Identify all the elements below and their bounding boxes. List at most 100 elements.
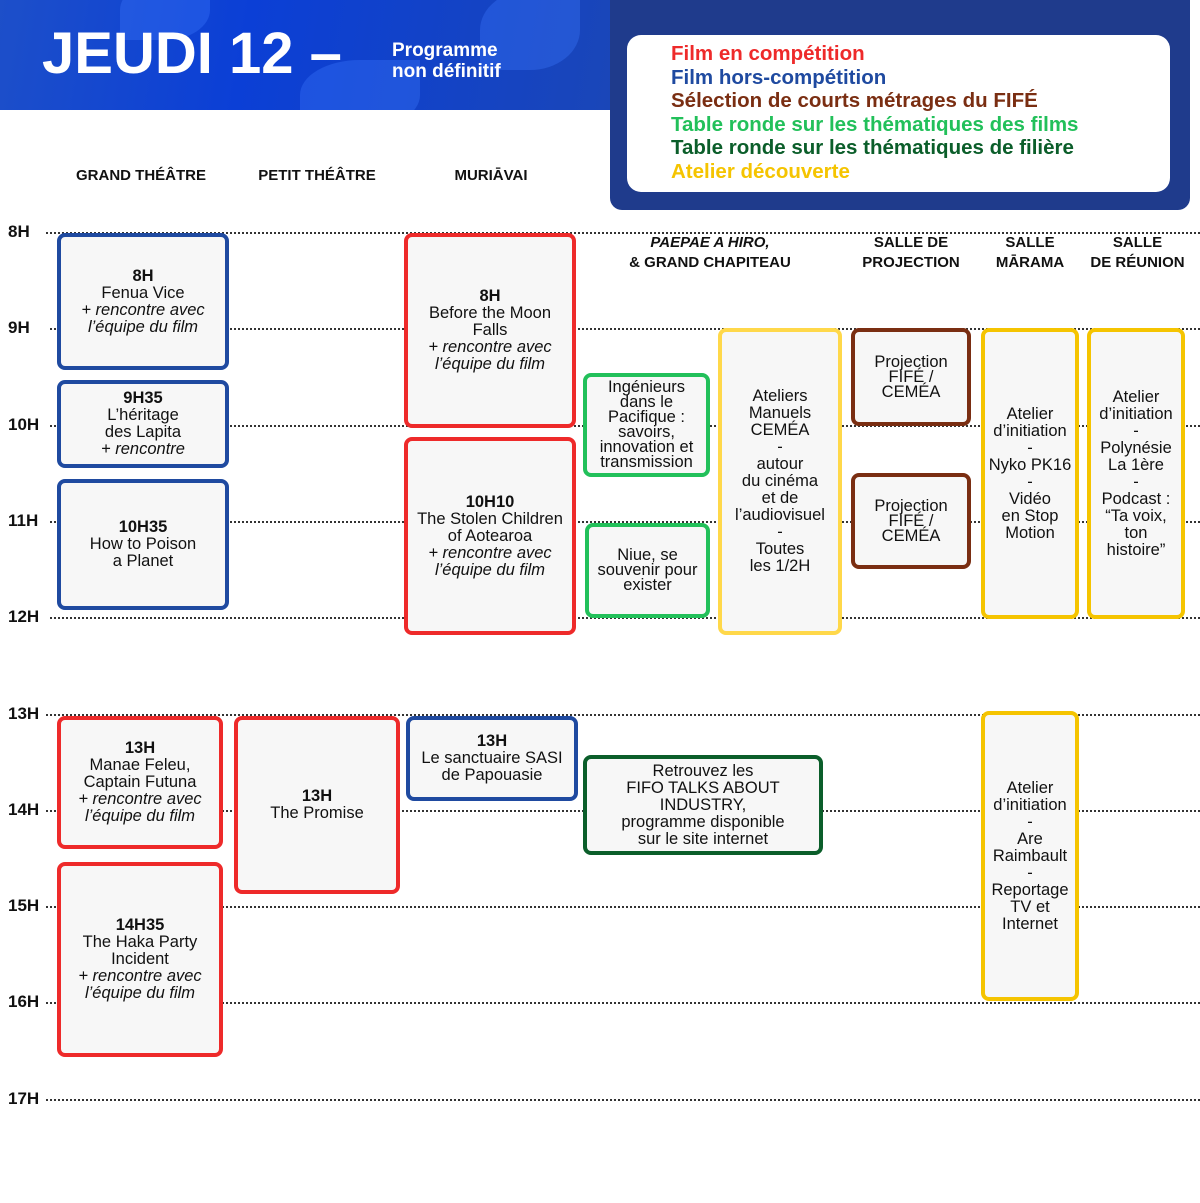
hour-label: 13H — [8, 703, 40, 723]
event-text: Podcast : — [1101, 489, 1171, 508]
event-text: La 1ère — [1108, 455, 1164, 474]
event-text: Internet — [1002, 914, 1058, 933]
event-text: Polynésie — [1100, 438, 1172, 457]
hour-line — [46, 232, 1200, 234]
hour-label: 15H — [8, 896, 40, 916]
event-text: Before the Moon — [429, 304, 551, 322]
event-text: FIFÉ / — [888, 511, 934, 530]
event-text: The Promise — [270, 804, 364, 822]
event-text: les 1/2H — [749, 557, 811, 575]
event-text: autour — [756, 455, 804, 473]
event-text: How to Poison — [89, 535, 197, 553]
hour-label: 11H — [8, 510, 39, 530]
event-text: Falls — [472, 321, 508, 339]
event-text: Nyko PK16 — [988, 455, 1072, 474]
legend-panel — [627, 35, 1170, 192]
venue-line: MĀRAMA — [995, 254, 1065, 271]
event-text: + rencontre avec — [78, 790, 202, 808]
event-text: de Papouasie — [441, 766, 543, 784]
venue-line: & GRAND CHAPITEAU — [629, 254, 791, 271]
event-text: - — [1027, 863, 1033, 882]
event-text: transmission — [600, 453, 693, 471]
event-text: + rencontre avec — [428, 543, 552, 562]
event-text: CEMÉA — [750, 421, 810, 439]
hour-label: 14H — [8, 799, 40, 819]
event-text: The Haka Party — [82, 933, 198, 951]
legend-item: Table ronde sur les thématiques des film… — [671, 112, 1079, 136]
event-text: Retrouvez les — [652, 761, 754, 780]
event-text: dans le — [619, 393, 674, 411]
event-text: l’équipe du film — [84, 807, 196, 825]
event-text: d’initiation — [993, 795, 1067, 814]
venue-grand-theatre: GRAND THÉÂTRE — [76, 167, 206, 184]
event-text: Fenua Vice — [101, 283, 185, 302]
legend-item: Atelier découverte — [671, 159, 850, 183]
event-text: histoire” — [1106, 540, 1166, 559]
event-text: l’audiovisuel — [735, 506, 825, 524]
subtitle-line: Programme — [392, 40, 498, 61]
event-text: of Aotearoa — [447, 526, 533, 545]
event-text: exister — [623, 576, 672, 594]
event-text: Atelier — [1112, 387, 1160, 406]
venue-muriavai: MURIĀVAI — [454, 167, 528, 184]
event-text: souvenir pour — [597, 561, 698, 579]
event-text: Manuels — [748, 404, 812, 422]
hour-label: 16H — [8, 992, 40, 1012]
event-text: Vidéo — [1009, 489, 1051, 508]
hour-line — [46, 906, 1200, 909]
event-text: sur le site internet — [637, 829, 769, 848]
event-text: Projection — [874, 496, 948, 515]
event-text: - — [1133, 421, 1139, 440]
event-text: TV et — [1010, 897, 1050, 916]
legend-item: Table ronde sur les thématiques de filiè… — [671, 136, 1074, 159]
event-text: 9H35 — [123, 389, 163, 407]
event-text: - — [1027, 438, 1033, 457]
event-text: Atelier — [1006, 404, 1054, 423]
event-text: 8H — [479, 287, 501, 305]
event-text: innovation et — [599, 438, 694, 456]
event-text: 10H10 — [465, 492, 515, 511]
event-text: Ingénieurs — [607, 378, 686, 396]
event-text: a Planet — [112, 552, 174, 570]
hour-label: 10H — [8, 414, 40, 434]
event-text: Reportage — [991, 880, 1069, 899]
hour-line — [50, 617, 1200, 620]
venue-petit-theatre: PETIT THÉÂTRE — [258, 167, 376, 184]
event-text: ton — [1124, 523, 1148, 542]
event-text: “Ta voix, — [1105, 506, 1167, 525]
event-text: du cinéma — [741, 472, 819, 490]
venue-line: DE RÉUNION — [1090, 254, 1185, 271]
venue-paepae: PAEPAE A HIRO, & GRAND CHAPITEAU — [600, 233, 820, 273]
event-text: l’équipe du film — [87, 317, 199, 336]
event-text: - — [1027, 812, 1033, 831]
event-text: Motion — [1005, 523, 1055, 542]
event-text: - — [1027, 472, 1033, 491]
event-text: Ateliers — [752, 387, 808, 405]
venue-line: PAEPAE A HIRO, — [650, 234, 770, 251]
event-text: savoirs, — [618, 423, 675, 441]
venue-line: SALLE — [1112, 234, 1163, 251]
hour-line — [50, 328, 1200, 331]
